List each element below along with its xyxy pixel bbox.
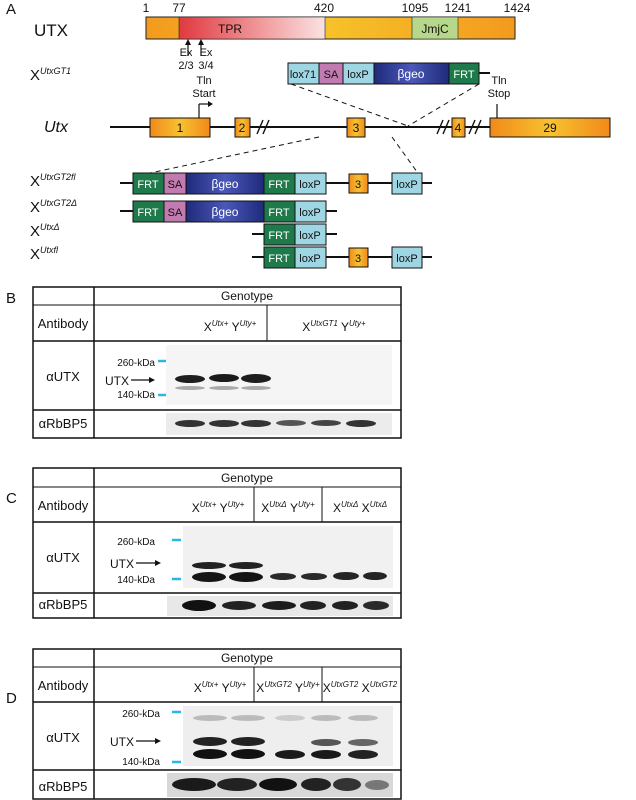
c-marker-140: 140-kDa xyxy=(117,575,155,586)
b-marker-140: 140-kDa xyxy=(117,390,155,401)
gt1-loxp: loxP xyxy=(347,69,368,81)
allele-d-label: XUtxΔ xyxy=(30,222,60,240)
c-genotype-header: Genotype xyxy=(221,471,273,485)
b-rbbp5-blot xyxy=(166,413,392,435)
c-ab-utx: αUTX xyxy=(46,550,80,565)
panel-label-a: A xyxy=(6,1,16,18)
d-ab-rbbp5: αRbBP5 xyxy=(39,779,88,794)
gene-name: Utx xyxy=(44,119,69,136)
jmjc-domain xyxy=(411,16,459,40)
d-antibody-header: Antibody xyxy=(38,678,89,693)
fl-loxp2: loxP xyxy=(396,253,417,265)
gt2d-loxp: loxP xyxy=(299,207,320,219)
c-ab-rbbp5: αRbBP5 xyxy=(39,597,88,612)
panel-label-c: C xyxy=(6,490,17,507)
d-rbbp5-blot xyxy=(167,773,393,797)
exon-4: 4 xyxy=(455,121,462,135)
b-marker-260: 260-kDa xyxy=(117,358,155,369)
gt1-bgeo: βgeo xyxy=(398,67,425,81)
d-marker-140: 140-kDa xyxy=(122,757,160,768)
pos-1241: 1241 xyxy=(445,1,472,15)
b-ab-utx: αUTX xyxy=(46,369,80,384)
gt2fl-exon3: 3 xyxy=(355,179,361,191)
panel-label-b: B xyxy=(6,290,16,307)
exon-29: 29 xyxy=(543,121,557,135)
protein-name: UTX xyxy=(34,21,68,40)
gt2fl-frt2: FRT xyxy=(268,179,289,191)
b-antibody-header: Antibody xyxy=(38,316,89,331)
b-ab-rbbp5: αRbBP5 xyxy=(39,416,88,431)
pos-420: 420 xyxy=(314,1,334,15)
pos-1095: 1095 xyxy=(402,1,429,15)
gt2fl-bgeo: βgeo xyxy=(212,177,239,191)
exon-2: 2 xyxy=(239,121,246,135)
b-genotype-2: XUtxGT1 YUty+ xyxy=(302,319,366,334)
d-genotype-2: XUtxGT2 YUty+ xyxy=(256,680,320,695)
c-antibody-header: Antibody xyxy=(38,498,89,513)
d-marker-260: 260-kDa xyxy=(122,709,160,720)
panel-a-diagram: A UTX 1 77 420 1095 1241 1424 TPR JmjC E… xyxy=(6,1,611,269)
allele-gt1-label: XUtxGT1 xyxy=(30,66,71,84)
gt2d-bgeo: βgeo xyxy=(212,205,239,219)
d-utx-blot xyxy=(183,706,393,766)
c-rbbp5-blot xyxy=(167,596,393,616)
gt2fl-loxp2: loxP xyxy=(396,179,417,191)
pos-1: 1 xyxy=(143,1,150,15)
c-genotype-2: XUtxΔ YUty+ xyxy=(261,500,315,515)
gt1-frt: FRT xyxy=(453,69,474,81)
gt2d-sa: SA xyxy=(168,207,183,219)
allele-gt2d-label: XUtxGT2Δ xyxy=(30,198,77,216)
c-utx-blot xyxy=(183,526,393,588)
panel-label-d: D xyxy=(6,690,17,707)
b-genotype-1: XUtx+ YUty+ xyxy=(204,319,257,334)
gt2fl-loxp1: loxP xyxy=(299,179,320,191)
gt2fl-sa: SA xyxy=(168,179,183,191)
d-ab-utx: αUTX xyxy=(46,730,80,745)
allele-fl-label: XUtxfl xyxy=(30,245,59,263)
fl-loxp1: loxP xyxy=(299,253,320,265)
b-utx-blot xyxy=(166,345,392,405)
c-genotype-1: XUtx+ YUty+ xyxy=(192,500,245,515)
c-genotype-3: XUtxΔ XUtxΔ xyxy=(333,500,387,515)
fl-exon3: 3 xyxy=(355,253,361,265)
jmjc-label: JmjC xyxy=(421,22,449,36)
pos-77: 77 xyxy=(172,1,186,15)
c-marker-260: 260-kDa xyxy=(117,537,155,548)
b-genotype-header: Genotype xyxy=(221,289,273,303)
exon-1: 1 xyxy=(177,121,184,135)
d-genotype-3: XUtxGT2 XUtxGT2 xyxy=(323,680,398,695)
fl-frt: FRT xyxy=(268,253,289,265)
gt1-lox71: lox71 xyxy=(290,69,316,81)
d-loxp: loxP xyxy=(299,230,320,242)
allele-gt2fl-label: XUtxGT2fl xyxy=(30,172,77,190)
d-genotype-1: XUtx+ YUty+ xyxy=(194,680,247,695)
gt2fl-frt1: FRT xyxy=(137,179,158,191)
d-band-label: UTX xyxy=(110,735,134,749)
c-band-label: UTX xyxy=(110,557,134,571)
d-genotype-header: Genotype xyxy=(221,651,273,665)
gt2d-frt1: FRT xyxy=(137,207,158,219)
gt1-sa: SA xyxy=(324,69,339,81)
pos-1424: 1424 xyxy=(504,1,531,15)
d-frt: FRT xyxy=(268,230,289,242)
gt2d-frt2: FRT xyxy=(268,207,289,219)
b-band-label: UTX xyxy=(105,374,129,388)
tpr-label: TPR xyxy=(218,22,242,36)
tpr-domain xyxy=(178,16,326,40)
exon-3: 3 xyxy=(353,121,360,135)
